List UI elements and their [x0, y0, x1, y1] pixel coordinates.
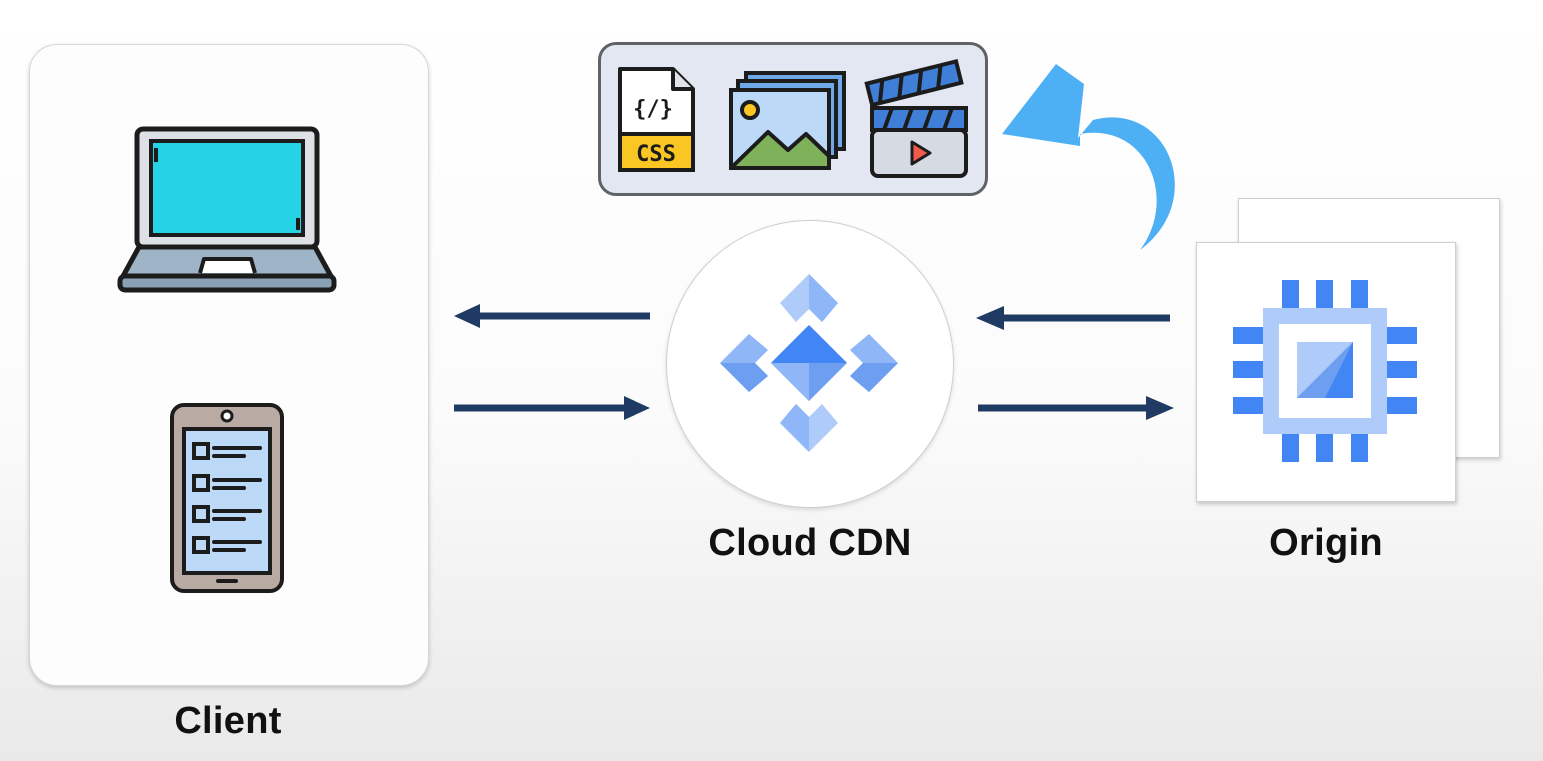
smartphone-icon [170, 403, 284, 593]
client-label: Client [174, 700, 282, 742]
image-gallery-icon [728, 70, 848, 172]
cloud-cdn-label: Cloud CDN [708, 522, 912, 564]
css-badge-text: CSS [636, 142, 676, 167]
cloud-cdn-icon [718, 272, 900, 454]
laptop-icon [117, 126, 337, 294]
curved-cache-arrow [998, 60, 1188, 254]
origin-label: Origin [1269, 522, 1383, 564]
client-cdn-arrows [450, 300, 654, 422]
compute-engine-chip-icon [1233, 280, 1417, 462]
cdn-origin-arrows [972, 300, 1178, 422]
code-glyph-text: {/} [633, 97, 673, 122]
video-clapperboard-icon [864, 58, 972, 180]
css-file-icon: {/} CSS [617, 66, 697, 174]
